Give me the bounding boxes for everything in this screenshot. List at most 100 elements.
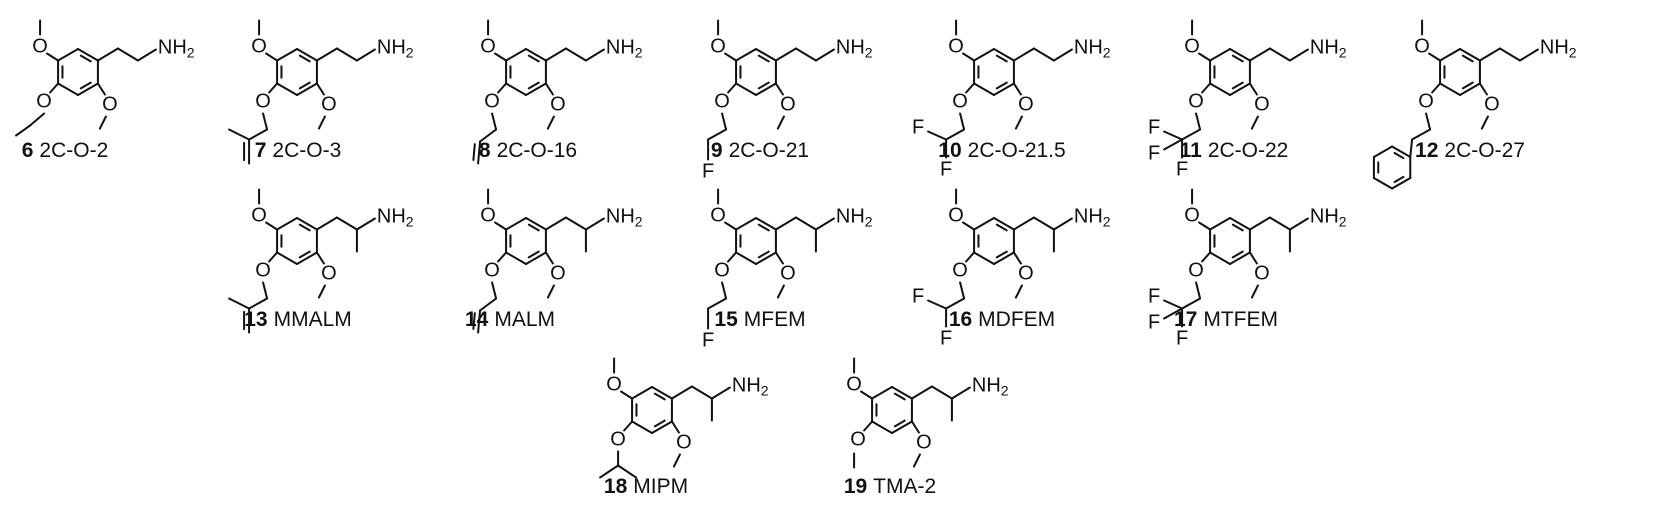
- compound-caption: 8 2C-O-16: [479, 139, 577, 162]
- bond-line: [315, 216, 338, 231]
- ring-bond: [505, 217, 527, 231]
- bond-line: [1248, 216, 1271, 231]
- fluorine-label: F: [1148, 312, 1160, 334]
- bond-line: [814, 217, 835, 231]
- ring-bond: [993, 251, 1015, 265]
- bond-line: [959, 112, 966, 131]
- ring-bond: [276, 82, 298, 96]
- bond-line: [945, 297, 966, 310]
- oxygen-label: O: [710, 36, 726, 58]
- aromatic-inner-bond: [1231, 250, 1244, 259]
- ring-bond: [631, 420, 653, 434]
- oxygen-label: O: [780, 263, 796, 285]
- oxygen-label: O: [1018, 263, 1034, 285]
- bond-line: [544, 47, 567, 62]
- compound-number: 19: [844, 475, 867, 498]
- bond-line: [710, 386, 731, 400]
- methyl-bond: [546, 284, 555, 299]
- oxygen-label: O: [1418, 91, 1434, 113]
- bond-line: [1163, 307, 1184, 320]
- bond-line: [724, 221, 738, 231]
- bond-line: [315, 82, 325, 96]
- oxygen-label: O: [1254, 263, 1270, 285]
- ring-bond: [735, 82, 757, 96]
- oxygen-label: O: [610, 429, 626, 451]
- aromatic-inner-bond: [79, 81, 92, 90]
- aromatic-inner-bond: [653, 392, 666, 401]
- bond-line: [863, 420, 874, 432]
- bond-line: [497, 251, 508, 263]
- aromatic-inner-bond: [757, 54, 770, 63]
- amine-label: NH2: [836, 37, 873, 61]
- oxygen-label: O: [948, 205, 964, 227]
- bond-line: [315, 251, 325, 265]
- ring-bond: [735, 48, 757, 62]
- bond-line: [707, 128, 728, 141]
- bond-line: [1478, 82, 1488, 96]
- ring-bond: [57, 82, 79, 96]
- bond-line: [959, 281, 966, 300]
- bond-line: [794, 47, 817, 62]
- bond-line: [721, 112, 728, 131]
- compound-number: 8: [479, 139, 491, 162]
- phenyl-inner-bond: [1393, 151, 1405, 160]
- bond-line: [584, 217, 605, 231]
- oxygen-label: O: [1188, 260, 1204, 282]
- compound-name: 2C-O-21.5: [968, 139, 1066, 162]
- fluorine-label: F: [702, 161, 714, 183]
- compound-name: 2C-O-16: [497, 139, 578, 162]
- bond-line: [335, 47, 358, 62]
- bond-line: [584, 48, 605, 62]
- aromatic-inner-bond: [757, 250, 770, 259]
- bond-line: [774, 251, 784, 265]
- oxygen-label: O: [1254, 94, 1270, 116]
- bond-line: [794, 216, 817, 231]
- ring-bond: [755, 251, 777, 265]
- bond-line: [910, 420, 920, 434]
- ring-bond: [1459, 48, 1481, 62]
- bond-line: [774, 47, 797, 62]
- oxygen-label: O: [32, 36, 48, 58]
- ring-bond: [973, 217, 995, 231]
- compound-number: 15: [714, 308, 738, 331]
- bond-line: [721, 281, 728, 300]
- bond-line: [564, 47, 587, 62]
- bond-line: [355, 48, 376, 62]
- bond-line: [491, 112, 498, 131]
- ring-bond: [1459, 82, 1481, 96]
- compound-number: 11: [1180, 139, 1203, 162]
- bond-line: [1032, 47, 1055, 62]
- ring-bond: [276, 251, 298, 265]
- oxygen-label: O: [480, 36, 496, 58]
- bond-line: [814, 48, 835, 62]
- compound-number: 7: [255, 139, 267, 162]
- bond-line: [1195, 112, 1202, 131]
- bond-line: [1248, 82, 1258, 96]
- oxygen-label: O: [952, 260, 968, 282]
- oxygen-label: O: [676, 432, 692, 454]
- ring-bond: [296, 251, 318, 265]
- amine-label: NH2: [606, 206, 643, 230]
- methyl-bond: [1014, 115, 1023, 130]
- compound-name: MMALM: [274, 308, 352, 331]
- fluorine-label: F: [702, 330, 714, 352]
- amine-label: NH2: [1310, 206, 1347, 230]
- ring-bond: [871, 420, 893, 434]
- ring-bond: [525, 251, 547, 265]
- aromatic-inner-bond: [1231, 54, 1244, 63]
- ring-bond: [993, 217, 1015, 231]
- bond-line: [479, 128, 498, 143]
- oxygen-label: O: [1018, 94, 1034, 116]
- bond-line: [965, 82, 976, 94]
- ring-bond: [891, 386, 913, 400]
- bond-line: [962, 52, 976, 62]
